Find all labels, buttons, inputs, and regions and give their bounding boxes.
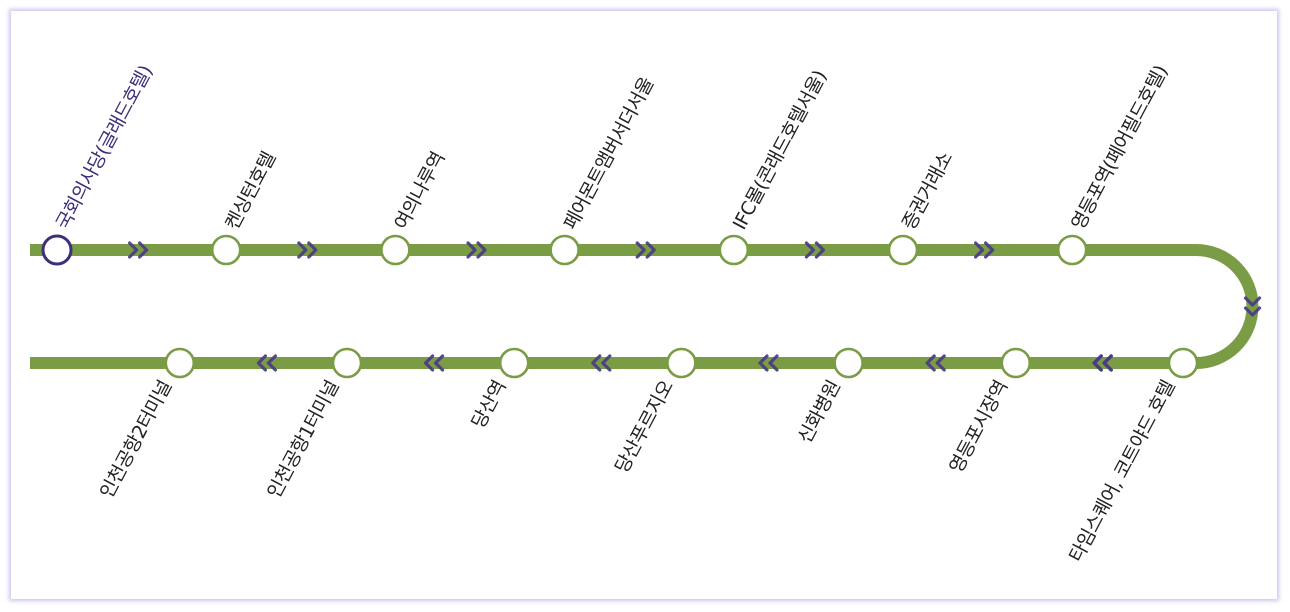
stop-marker[interactable] xyxy=(498,347,530,379)
double-chevron-left-icon xyxy=(424,354,445,372)
double-chevron-right-icon xyxy=(297,241,318,259)
stop-label: 인천공항1터미널 xyxy=(263,377,343,502)
double-chevron-right-icon xyxy=(635,241,656,259)
stop-marker[interactable] xyxy=(331,347,363,379)
stop-label: 당산푸르지오 xyxy=(611,377,678,477)
double-chevron-right-icon xyxy=(974,241,995,259)
stop-marker[interactable] xyxy=(887,234,919,266)
stop-marker[interactable] xyxy=(549,234,580,266)
stop-marker[interactable] xyxy=(666,347,697,379)
double-chevron-left-icon xyxy=(1092,354,1113,372)
double-chevron-right-icon xyxy=(466,241,487,259)
double-chevron-right-icon xyxy=(804,241,825,259)
stop-marker[interactable] xyxy=(210,234,242,266)
stop-label: 여의나루역 xyxy=(390,148,449,233)
stop-label: IFC몰(콘래드호텔서울) xyxy=(729,67,831,233)
stop-marker[interactable] xyxy=(1167,347,1199,379)
double-chevron-left-icon xyxy=(925,354,946,372)
direction-arrows xyxy=(128,241,1262,372)
stop-label: 증권거래소 xyxy=(898,148,957,233)
stop-label: 영등포시장역 xyxy=(945,377,1012,477)
stop-marker[interactable] xyxy=(164,347,196,379)
route-track xyxy=(30,244,1259,369)
stop-label: 당산역 xyxy=(467,377,510,432)
route-line xyxy=(30,244,1259,369)
stop-marker[interactable] xyxy=(1056,234,1088,266)
double-chevron-left-icon xyxy=(591,354,612,372)
stop-labels: 국회의사당(글래드호텔) 켄싱턴호텔 여의나루역 페어몬트앰버서더서울 IFC몰(콘래드… xyxy=(52,62,1179,566)
stop-label: 켄싱턴호텔 xyxy=(221,148,280,233)
stop-label: 페어몬트앰버서더서울 xyxy=(560,74,659,233)
stop-label: 신화병원 xyxy=(794,377,845,447)
stop-marker[interactable] xyxy=(833,347,864,379)
double-chevron-left-icon xyxy=(758,354,779,372)
stop-label: 국회의사당(글래드호텔) xyxy=(52,62,157,233)
origin-stop-marker[interactable] xyxy=(41,234,73,266)
stop-marker[interactable] xyxy=(1000,347,1032,379)
double-chevron-left-icon xyxy=(256,354,277,372)
stop-marker[interactable] xyxy=(380,234,411,266)
double-chevron-right-icon xyxy=(128,241,149,259)
stop-label: 영등포역(페어필드호텔) xyxy=(1067,62,1172,233)
stop-label: 인천공항2터미널 xyxy=(96,377,176,502)
stop-marker[interactable] xyxy=(718,234,750,266)
stop-label: 타임스퀘어, 코트야드 호텔 xyxy=(1065,377,1179,566)
double-chevron-down-icon xyxy=(1243,296,1262,317)
bus-route-diagram: 국회의사당(글래드호텔) 켄싱턴호텔 여의나루역 페어몬트앰버서더서울 IFC몰(콘래드… xyxy=(30,62,1262,566)
route-stops xyxy=(41,234,1199,379)
route-map-frame: 국회의사당(글래드호텔) 켄싱턴호텔 여의나루역 페어몬트앰버서더서울 IFC몰(콘래드… xyxy=(11,11,1277,599)
